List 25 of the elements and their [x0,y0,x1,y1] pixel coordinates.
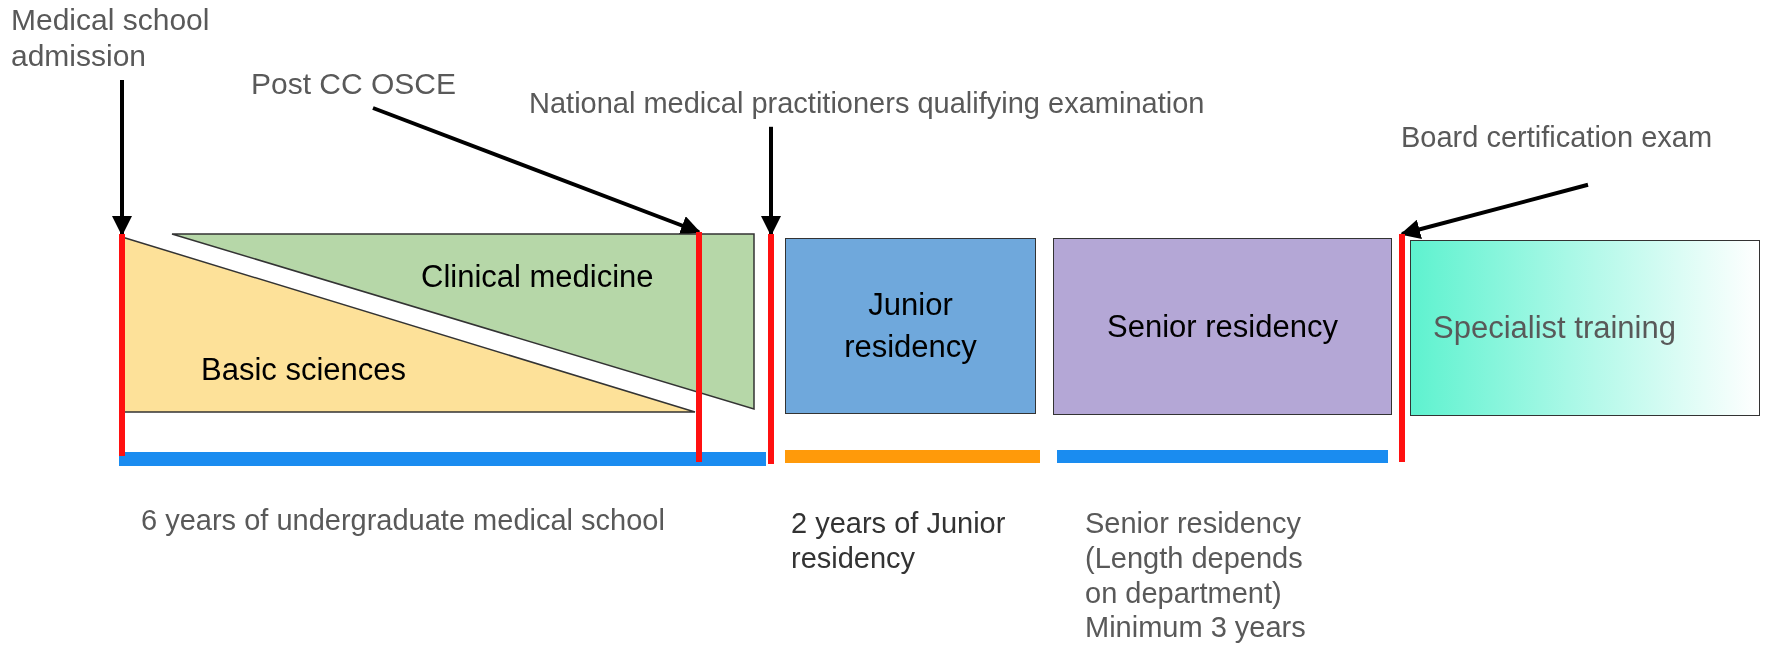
milestone-label: National medical practitioners qualifying examination [529,86,1205,121]
phase-label: Clinical medicine [421,258,654,296]
duration-label: 2 years of Junior residency [791,506,1007,576]
phase-box: Specialist training [1410,240,1760,416]
phase-box: Senior residency [1053,238,1392,415]
arrow [761,126,781,236]
phase-label: Basic sciences [201,351,407,389]
triangle-phase [122,237,695,412]
milestone-marker [1399,234,1405,462]
milestone-label: Post CC OSCE [251,66,457,102]
duration-bar [785,450,1040,463]
duration-bar [1057,450,1388,463]
triangle-phase [172,234,754,409]
milestone-marker [119,234,125,456]
duration-bar [119,452,766,466]
duration-label: 6 years of undergraduate medical school [141,503,665,538]
phase-box: Junior residency [785,238,1036,414]
arrow [372,106,701,235]
arrow [1400,182,1589,240]
milestone-marker [768,234,774,464]
milestone-label: Medical school admission [11,2,251,74]
milestone-label: Board certification exam [1401,120,1713,155]
milestone-marker [696,232,702,462]
arrow [112,80,132,236]
duration-label: Senior residency (Length depends on department) Minimum 3 years [1085,506,1307,646]
